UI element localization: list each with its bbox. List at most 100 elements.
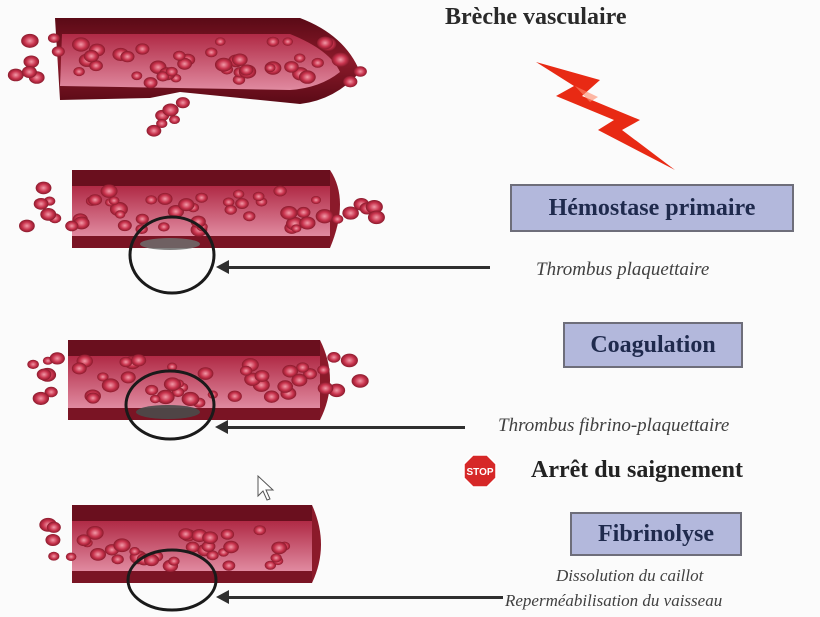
blood-cell bbox=[72, 363, 87, 375]
blood-cell bbox=[135, 43, 149, 54]
blood-cell bbox=[45, 534, 60, 546]
blood-cell bbox=[277, 380, 293, 393]
blood-cell bbox=[47, 522, 61, 533]
blood-cell bbox=[131, 71, 142, 80]
blood-cell bbox=[225, 205, 237, 215]
blood-cell bbox=[232, 53, 248, 66]
blood-cell bbox=[145, 195, 157, 204]
blood-cell bbox=[52, 46, 65, 56]
blood-cell bbox=[233, 190, 244, 199]
blood-cell bbox=[48, 33, 60, 43]
blood-cell bbox=[240, 366, 252, 376]
blood-cell bbox=[254, 525, 266, 535]
blood-cell bbox=[332, 214, 344, 223]
blood-cell bbox=[72, 37, 90, 51]
blood-cell bbox=[240, 64, 254, 75]
blood-cell bbox=[169, 115, 180, 124]
blood-cell bbox=[280, 206, 297, 220]
blood-cell bbox=[202, 531, 218, 544]
blood-cell bbox=[299, 70, 316, 83]
blood-cell bbox=[291, 224, 301, 232]
blood-cell bbox=[145, 385, 158, 395]
blood-cell bbox=[284, 61, 299, 73]
blood-cell bbox=[24, 55, 40, 67]
stop-sign-icon: STOP bbox=[463, 454, 497, 488]
blood-cell bbox=[156, 119, 167, 128]
blood-cell bbox=[158, 193, 173, 205]
stage-label-fibrinolyse: Fibrinolyse bbox=[570, 512, 742, 556]
blood-cell bbox=[173, 51, 185, 61]
blood-cell bbox=[354, 66, 367, 76]
blood-cell bbox=[178, 198, 194, 211]
blood-cell bbox=[22, 66, 37, 78]
blood-cell bbox=[50, 352, 65, 364]
blood-cell bbox=[88, 194, 102, 205]
caption-dissolution: Dissolution du caillot bbox=[556, 566, 703, 586]
blood-cell bbox=[36, 182, 52, 195]
blood-cell bbox=[271, 553, 282, 562]
blood-cell bbox=[77, 534, 91, 546]
blood-cell bbox=[168, 557, 179, 566]
lightning-icon bbox=[536, 62, 675, 170]
blood-cell bbox=[223, 541, 239, 553]
blood-cell bbox=[121, 371, 136, 383]
blood-cell bbox=[312, 58, 324, 68]
blood-cell bbox=[299, 216, 315, 229]
blood-cell bbox=[37, 369, 52, 381]
blood-cell bbox=[318, 382, 334, 394]
blood-cell bbox=[253, 192, 265, 201]
blood-cell bbox=[317, 36, 333, 49]
blood-cell bbox=[222, 560, 235, 570]
blood-cell bbox=[21, 34, 38, 48]
blood-cell bbox=[342, 206, 358, 219]
blood-cell bbox=[297, 207, 311, 218]
vessel-hemostase bbox=[19, 170, 385, 250]
blood-cell bbox=[332, 52, 350, 66]
blood-cell bbox=[162, 103, 178, 116]
cursor-icon bbox=[258, 476, 273, 500]
blood-cell bbox=[235, 198, 249, 209]
page-title: Brèche vasculaire bbox=[445, 4, 627, 31]
blood-cell bbox=[27, 360, 39, 369]
blood-cell bbox=[131, 354, 146, 366]
blood-cell bbox=[296, 362, 309, 372]
blood-cell bbox=[294, 53, 305, 62]
vessel-breche bbox=[8, 18, 367, 137]
blood-cell bbox=[264, 391, 279, 403]
blood-cell bbox=[119, 357, 132, 367]
blood-cell bbox=[66, 553, 77, 561]
blood-cell bbox=[166, 67, 178, 77]
blood-cell bbox=[115, 210, 125, 218]
blood-cell bbox=[118, 220, 132, 231]
blood-cell bbox=[265, 64, 276, 73]
arrow-2 bbox=[227, 426, 465, 429]
blood-cell bbox=[215, 37, 226, 45]
blood-cell bbox=[113, 538, 130, 552]
blood-cell bbox=[327, 352, 340, 363]
blood-cell bbox=[311, 196, 321, 204]
blood-cell bbox=[158, 222, 170, 231]
stop-label: Arrêt du saignement bbox=[531, 457, 743, 484]
stop-sign-text: STOP bbox=[466, 467, 493, 478]
blood-cell bbox=[341, 354, 358, 368]
blood-cell bbox=[129, 547, 140, 555]
arrow-3 bbox=[228, 596, 503, 599]
blood-cell bbox=[221, 529, 234, 540]
caption-thrombus-fibrino: Thrombus fibrino-plaquettaire bbox=[498, 415, 729, 437]
blood-cell bbox=[33, 392, 49, 405]
blood-cell bbox=[283, 37, 293, 45]
blood-cell bbox=[144, 77, 158, 88]
blood-cell bbox=[111, 554, 123, 564]
blood-cell bbox=[86, 393, 100, 404]
blood-cell bbox=[198, 367, 214, 380]
blood-cell bbox=[243, 211, 255, 221]
blood-cell bbox=[228, 391, 242, 402]
blood-cell bbox=[34, 198, 49, 210]
caption-repermeabilisation: Reperméabilisation du vaisseau bbox=[505, 591, 722, 611]
stage-label-coagulation: Coagulation bbox=[563, 322, 743, 368]
blood-cell bbox=[255, 370, 270, 382]
blood-cell bbox=[102, 378, 120, 392]
blood-cell bbox=[84, 50, 99, 62]
blood-cell bbox=[8, 69, 24, 82]
